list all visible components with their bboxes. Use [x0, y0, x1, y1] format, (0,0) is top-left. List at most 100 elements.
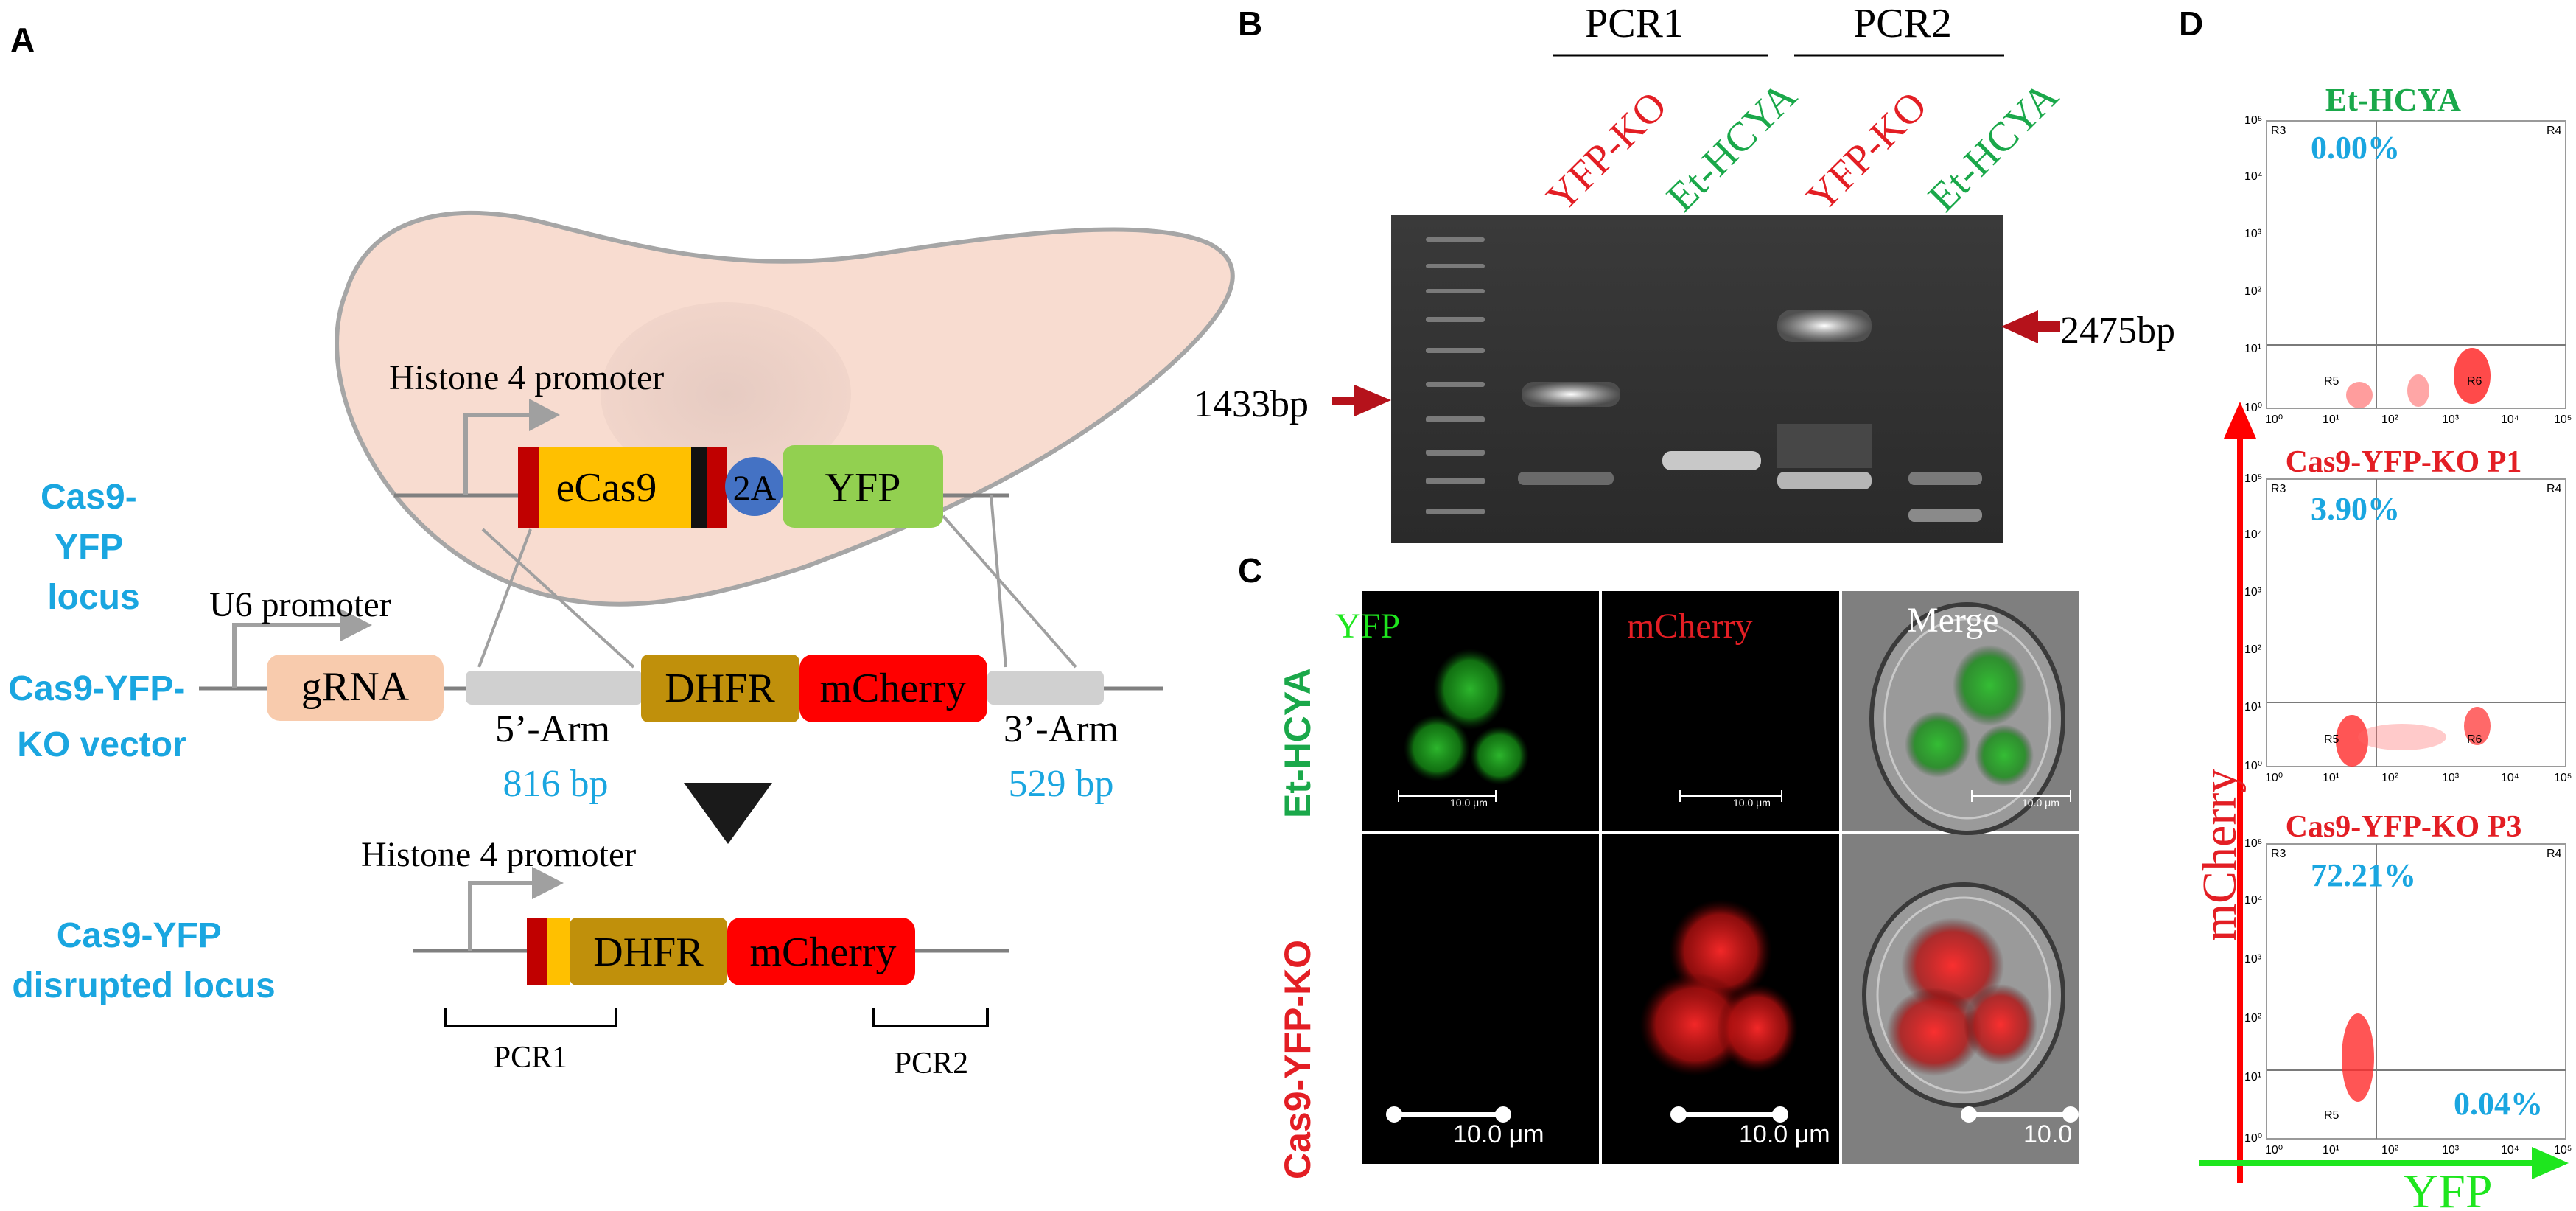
- svg-text:10⁵: 10⁵: [2554, 413, 2572, 426]
- col-label-merge: Merge: [1907, 601, 1998, 640]
- nls-right-top: [707, 447, 727, 528]
- svg-text:10⁰: 10⁰: [2244, 760, 2262, 772]
- ecas9-box: [518, 447, 727, 528]
- row-label-et-hcya: Et-HCYA: [1277, 668, 1318, 818]
- panel-label-c: C: [1238, 551, 1262, 590]
- svg-text:10²: 10²: [2381, 413, 2399, 426]
- svg-text:10³: 10³: [2442, 772, 2460, 784]
- yfp-axis-arrowhead: [2532, 1147, 2569, 1179]
- svg-text:10²: 10²: [2381, 772, 2399, 784]
- yfp-box-label: YFP: [825, 465, 901, 511]
- svg-text:10¹: 10¹: [2244, 1071, 2261, 1083]
- svg-text:10⁰: 10⁰: [2265, 413, 2283, 426]
- row-label-cas9-yfp-ko: Cas9-YFP-KO: [1277, 940, 1318, 1179]
- gel-band: [1522, 382, 1620, 407]
- svg-text:10⁴: 10⁴: [2501, 772, 2519, 784]
- promoter-arrowhead-bottom: [532, 867, 564, 899]
- x-tick-labels: 10⁰ 10¹ 10² 10³ 10⁴ 10⁵ 10⁰ 10¹ 10² 10³ 10⁴ 10…: [2265, 413, 2572, 1156]
- lane-label: Et-HCYA: [1658, 73, 1805, 220]
- scale-label: 10.0 μm: [1739, 1120, 1830, 1148]
- svg-text:R6: R6: [2467, 733, 2482, 746]
- mcherry-label-bottom: mCherry: [749, 929, 896, 975]
- scale-bar: [1670, 1106, 1788, 1123]
- lane-label: YFP-KO: [1798, 83, 1936, 220]
- svg-text:10⁵: 10⁵: [2244, 114, 2262, 127]
- svg-text:10¹: 10¹: [2244, 343, 2261, 355]
- mcherry-axis-label: mCherry: [2193, 769, 2247, 942]
- svg-text:R5: R5: [2324, 733, 2339, 746]
- panel-c: C Et-HCYA Cas9-YFP-KO YFP mCherry M: [1238, 551, 2115, 1179]
- svg-text:10⁰: 10⁰: [2244, 1132, 2262, 1145]
- svg-text:R4: R4: [2547, 483, 2562, 495]
- pcr2-header: PCR2: [1853, 1, 1952, 46]
- u6-promoter-label: U6 promoter: [209, 585, 391, 624]
- mcherry-box-bottom: [727, 918, 915, 985]
- merge-signal: [1953, 645, 2026, 726]
- plot-title: Cas9-YFP-KO P1: [2286, 445, 2522, 479]
- svg-text:10¹: 10¹: [2323, 1144, 2339, 1156]
- pcr1-label-a: PCR1: [494, 1041, 567, 1075]
- panel-d: D Et-HCYA 0.00% Cas9-YFP-KO P1 3.90% Cas…: [2179, 4, 2572, 1211]
- arm5-box: [466, 671, 643, 705]
- svg-text:10⁵: 10⁵: [2244, 472, 2262, 485]
- scale-bar-small: [1679, 790, 1782, 802]
- arm3-label: 3’-Arm: [1004, 708, 1119, 750]
- svg-text:10³: 10³: [2442, 413, 2460, 426]
- gel-band: [1662, 451, 1761, 470]
- grna-label: gRNA: [301, 664, 410, 710]
- promoter-arrow-top: [463, 413, 534, 495]
- svg-text:10⁵: 10⁵: [2554, 1144, 2572, 1156]
- svg-text:R6: R6: [2467, 375, 2482, 388]
- u6-promoter-arrowhead: [340, 609, 372, 641]
- disrupted-locus-label: Cas9-YFP disrupted locus: [12, 916, 275, 1005]
- pct-upper-left: 3.90%: [2311, 491, 2400, 527]
- svg-text:10⁴: 10⁴: [2244, 170, 2263, 183]
- crossover-line: [942, 514, 1077, 669]
- flow-plot-3: [2266, 843, 2566, 1140]
- flow-plot-1: [2266, 120, 2566, 409]
- gel-smear: [1777, 424, 1872, 468]
- promoter-arrowhead-top: [529, 399, 560, 431]
- svg-text:10⁴: 10⁴: [2501, 413, 2519, 426]
- arm5-label: 5’-Arm: [495, 708, 610, 750]
- svg-text:10⁰: 10⁰: [2265, 772, 2283, 784]
- yfp-signal: [1470, 726, 1529, 785]
- mcherry-axis-arrowhead: [2224, 402, 2256, 439]
- panel-label-a: A: [10, 21, 35, 59]
- histone-promoter-label-top: Histone 4 promoter: [389, 358, 664, 397]
- oocyst-inner-wall: [1883, 618, 2051, 820]
- svg-text:10⁴: 10⁴: [2244, 894, 2263, 907]
- pcr1-header: PCR1: [1585, 1, 1684, 46]
- pcr2-bracket: [872, 1008, 989, 1027]
- promoter-arrow-bottom: [468, 881, 538, 951]
- svg-text:R3: R3: [2271, 125, 2286, 137]
- pct-upper-left: 72.21%: [2311, 857, 2416, 893]
- scale-label: 10.0 μm: [2023, 1120, 2115, 1148]
- svg-text:10¹: 10¹: [2323, 772, 2339, 784]
- twoa-circle: [725, 457, 784, 516]
- pct-lower-right: 0.04%: [2454, 1086, 2543, 1122]
- svg-text:10²: 10²: [2381, 1144, 2399, 1156]
- panel-a: A Histone 4 promoter eCas9 2A YFP Cas9- …: [8, 21, 1235, 1081]
- ecas9-label: eCas9: [556, 465, 657, 511]
- event-cluster: [2464, 707, 2491, 745]
- pct-upper-left: 0.00%: [2311, 130, 2400, 166]
- scale-label-small: 10.0 μm: [1450, 797, 1488, 809]
- svg-text:R3: R3: [2271, 483, 2286, 495]
- svg-text:R5: R5: [2324, 375, 2339, 388]
- histone-promoter-label-bottom: Histone 4 promoter: [361, 835, 636, 874]
- svg-text:R5: R5: [2324, 1109, 2339, 1122]
- grna-box: [267, 655, 444, 721]
- svg-text:10⁵: 10⁵: [2554, 772, 2572, 784]
- scale-bar-small: [1398, 790, 1497, 802]
- yfp-signal: [1404, 715, 1470, 781]
- event-cluster: [2346, 382, 2373, 408]
- svg-text:10³: 10³: [2442, 1144, 2460, 1156]
- arm3-bp: 529 bp: [1009, 763, 1114, 805]
- svg-text:10⁴: 10⁴: [2501, 1144, 2519, 1156]
- svg-text:R4: R4: [2547, 848, 2562, 860]
- event-cluster: [2342, 1013, 2374, 1102]
- gel-image: [1391, 215, 2003, 543]
- panel-b: B PCR1 PCR2 YFP-KO Et-HCYA YFP-KO Et-HCY…: [1194, 1, 2175, 543]
- yfp-signal: [1433, 649, 1507, 730]
